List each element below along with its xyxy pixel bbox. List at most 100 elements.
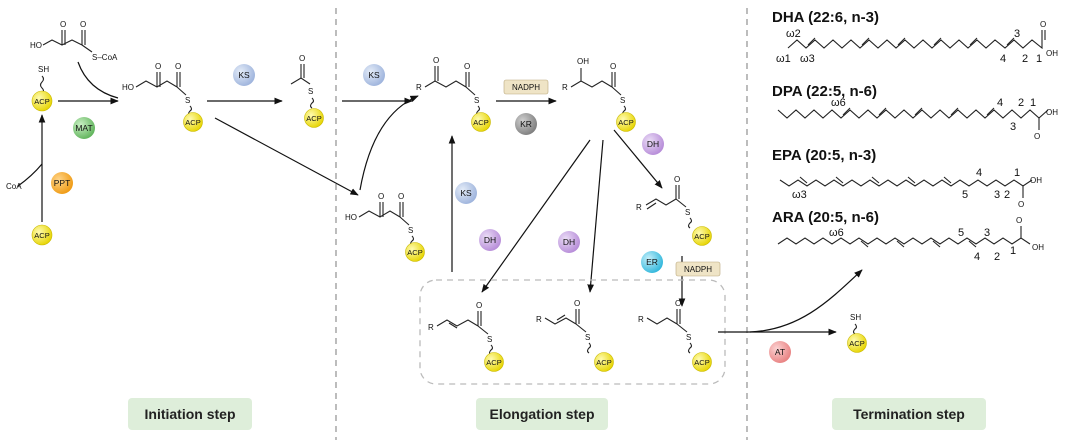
svg-text:DH: DH xyxy=(563,237,575,247)
fa-dha: DHA (22:6, n-3) O OH ω1 ω2 ω3 1 2 3 4 xyxy=(772,9,1058,65)
acp-circle xyxy=(594,352,614,372)
svg-text:ω6: ω6 xyxy=(831,97,846,109)
acp-circle xyxy=(847,333,867,353)
svg-text:O: O xyxy=(1018,200,1024,209)
hydroxyacyl-acp: R OH O S ACP xyxy=(562,57,636,132)
svg-text:AT: AT xyxy=(775,347,785,357)
dh-enzyme-main xyxy=(642,133,664,155)
svg-text:O: O xyxy=(1034,132,1040,141)
free-acp: SH ACP xyxy=(847,313,867,353)
svg-text:R: R xyxy=(536,315,542,324)
acyl-acp: R O S ACP xyxy=(638,299,712,372)
svg-text:NADPH: NADPH xyxy=(684,265,712,274)
acp-circle xyxy=(484,352,504,372)
cis3-enoyl-acp: R O S ACP xyxy=(428,301,504,372)
svg-text:DHA (22:6, n-3): DHA (22:6, n-3) xyxy=(772,9,879,26)
acp-circle xyxy=(31,90,53,112)
er-enzyme xyxy=(641,251,663,273)
svg-text:DPA (22:5, n-6): DPA (22:5, n-6) xyxy=(772,83,877,100)
svg-text:O: O xyxy=(175,62,181,71)
svg-text:OH: OH xyxy=(1030,176,1042,185)
svg-text:R: R xyxy=(562,83,568,92)
malonyl-coa: HO O O S–CoA xyxy=(30,20,118,62)
acetyl-acp: O S ACP xyxy=(290,54,324,128)
svg-text:O: O xyxy=(464,62,470,71)
svg-text:ACP: ACP xyxy=(473,118,488,127)
svg-text:3: 3 xyxy=(1010,121,1016,133)
acp-circle xyxy=(692,226,712,246)
acp-circle xyxy=(616,112,636,132)
dh-enzyme-cis1 xyxy=(479,229,501,251)
svg-text:S: S xyxy=(686,333,691,342)
acp-circle xyxy=(471,112,491,132)
svg-text:O: O xyxy=(378,192,384,201)
svg-text:OH: OH xyxy=(1032,243,1044,252)
svg-text:ACP: ACP xyxy=(185,118,200,127)
svg-text:ACP: ACP xyxy=(596,358,611,367)
svg-text:R: R xyxy=(428,323,434,332)
svg-text:KS: KS xyxy=(460,188,472,198)
svg-text:O: O xyxy=(610,62,616,71)
svg-text:3: 3 xyxy=(1014,28,1020,40)
svg-text:ER: ER xyxy=(646,257,658,267)
svg-text:O: O xyxy=(476,301,482,310)
svg-text:S: S xyxy=(585,333,590,342)
svg-text:OH: OH xyxy=(1046,49,1058,58)
malonyl-acp-elong: HO O O S ACP xyxy=(345,192,425,262)
svg-text:4: 4 xyxy=(974,251,980,263)
svg-text:3: 3 xyxy=(984,227,990,239)
termination-step-label: Termination step xyxy=(832,398,986,430)
svg-text:ARA (20:5, n-6): ARA (20:5, n-6) xyxy=(772,209,879,226)
svg-text:2: 2 xyxy=(1018,97,1024,109)
svg-text:CoA: CoA xyxy=(6,182,22,191)
svg-text:1: 1 xyxy=(1010,245,1016,257)
svg-text:OH: OH xyxy=(577,57,589,66)
svg-text:3: 3 xyxy=(994,189,1000,201)
svg-text:ACP: ACP xyxy=(34,97,49,106)
svg-text:NADPH: NADPH xyxy=(512,83,540,92)
svg-text:O: O xyxy=(398,192,404,201)
svg-text:ω3: ω3 xyxy=(792,189,807,201)
initiation-step-label: Initiation step xyxy=(128,398,252,430)
svg-text:ω6: ω6 xyxy=(829,227,844,239)
intermediates-box xyxy=(419,279,726,385)
svg-text:ACP: ACP xyxy=(694,358,709,367)
svg-text:5: 5 xyxy=(962,189,968,201)
ks-enzyme-elong xyxy=(363,64,385,86)
kr-enzyme xyxy=(515,113,537,135)
svg-text:S: S xyxy=(474,96,479,105)
svg-text:KR: KR xyxy=(520,119,532,129)
acp-circle xyxy=(304,108,324,128)
svg-text:Elongation step: Elongation step xyxy=(490,406,595,422)
svg-text:R: R xyxy=(636,203,642,212)
fa-epa: EPA (20:5, n-3) OH O ω3 1 2 3 4 5 xyxy=(772,147,1042,209)
at-enzyme xyxy=(769,341,791,363)
svg-text:5: 5 xyxy=(958,227,964,239)
svg-text:O: O xyxy=(433,56,439,65)
svg-text:HO: HO xyxy=(122,83,134,92)
dh-enzyme-cis2 xyxy=(558,231,580,253)
svg-text:R: R xyxy=(416,83,422,92)
svg-text:1: 1 xyxy=(1030,97,1036,109)
svg-text:HO: HO xyxy=(30,41,42,50)
malonyl-acp: HO O O S ACP xyxy=(122,62,203,132)
svg-text:O: O xyxy=(1040,20,1046,29)
holo-acp: SH ACP xyxy=(31,65,53,112)
svg-text:O: O xyxy=(574,299,580,308)
ppt-enzyme xyxy=(51,172,73,194)
svg-text:EPA (20:5, n-3): EPA (20:5, n-3) xyxy=(772,147,876,164)
svg-text:ω2: ω2 xyxy=(786,28,801,40)
svg-text:ACP: ACP xyxy=(694,232,709,241)
svg-text:O: O xyxy=(155,62,161,71)
acp-circle xyxy=(692,352,712,372)
svg-text:DH: DH xyxy=(647,139,659,149)
svg-text:SH: SH xyxy=(850,313,861,322)
ks-enzyme xyxy=(233,64,255,86)
svg-text:O: O xyxy=(674,175,680,184)
svg-text:ACP: ACP xyxy=(486,358,501,367)
svg-text:ACP: ACP xyxy=(618,118,633,127)
svg-text:S: S xyxy=(408,226,413,235)
svg-text:OH: OH xyxy=(1046,108,1058,117)
svg-text:4: 4 xyxy=(997,97,1003,109)
elongation-step-label: Elongation step xyxy=(476,398,608,430)
